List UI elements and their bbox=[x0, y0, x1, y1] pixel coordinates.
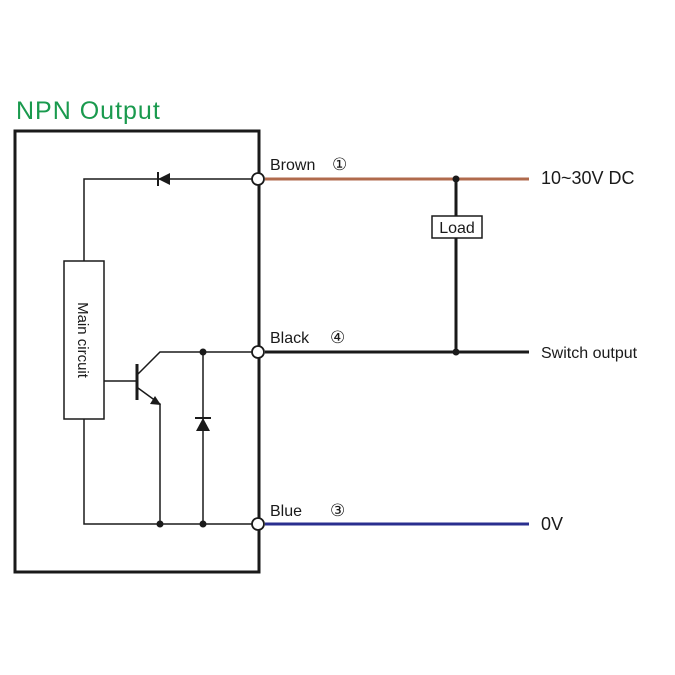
blue-pin-number: ③ bbox=[330, 501, 345, 520]
main-circuit-box bbox=[63, 260, 105, 420]
junction-dot bbox=[452, 348, 460, 356]
blue-wire-label: Blue bbox=[270, 503, 302, 520]
black-terminal bbox=[251, 345, 265, 359]
output-protection-diode bbox=[195, 417, 211, 431]
reverse-protection-diode bbox=[157, 172, 170, 186]
junction-dot bbox=[199, 520, 207, 528]
junction-dot bbox=[156, 520, 164, 528]
junction-dot bbox=[199, 348, 207, 356]
ground-label: 0V bbox=[541, 514, 563, 534]
blue-terminal bbox=[251, 517, 265, 531]
load-label: Load bbox=[439, 220, 475, 237]
black-pin-number: ④ bbox=[330, 328, 345, 347]
load-box bbox=[431, 215, 483, 239]
brown-pin-number: ① bbox=[332, 155, 347, 174]
npn-transistor bbox=[104, 351, 252, 524]
junction-dot bbox=[452, 175, 460, 183]
switch-output-label: Switch output bbox=[541, 345, 638, 362]
brown-terminal bbox=[251, 172, 265, 186]
diagram-title: NPN Output bbox=[16, 97, 161, 125]
supply-internal-wire bbox=[83, 178, 252, 261]
main-circuit-label: Main circuit bbox=[74, 302, 91, 379]
black-wire-label: Black bbox=[270, 330, 310, 347]
brown-wire-label: Brown bbox=[270, 157, 315, 174]
supply-voltage-label: 10~30V DC bbox=[541, 168, 635, 188]
ground-internal-wire bbox=[83, 419, 252, 525]
